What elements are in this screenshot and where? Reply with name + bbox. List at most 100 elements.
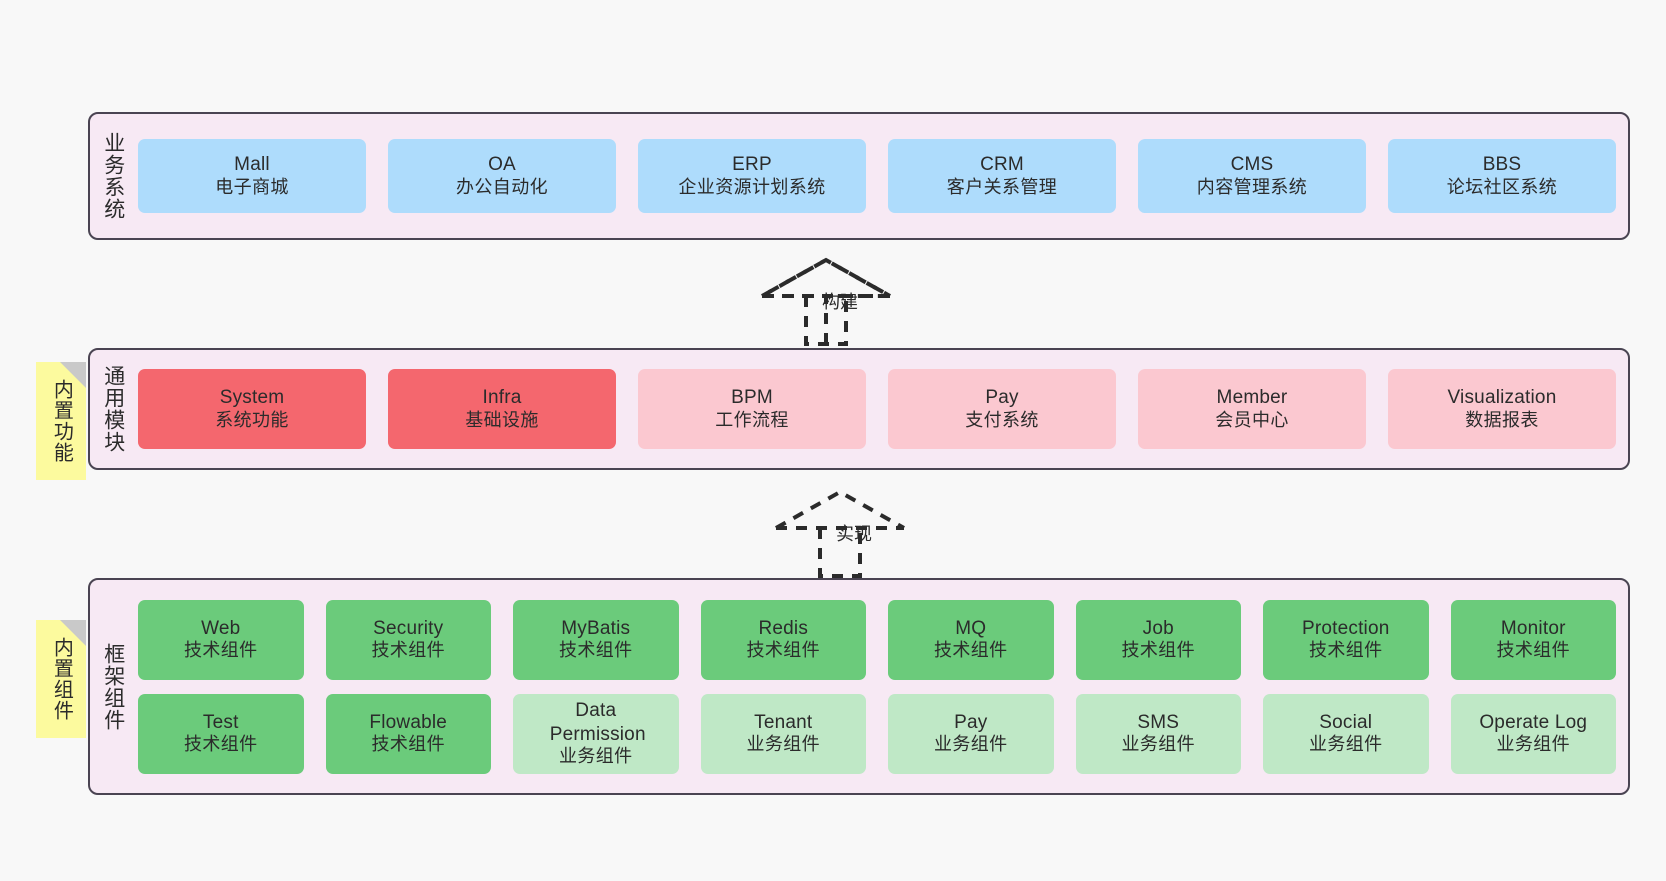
- node-title: Protection: [1301, 617, 1390, 639]
- node-subtitle: 论坛社区系统: [1446, 176, 1558, 197]
- node-row: Test 技术组件 Flowable 技术组件 Data Permission …: [138, 693, 1616, 774]
- layer-title-business-systems: 业务系统: [101, 132, 125, 220]
- node-title: System: [219, 387, 285, 409]
- node-operate-log[interactable]: Operate Log 业务组件: [1450, 693, 1616, 774]
- node-subtitle: 数据报表: [1465, 409, 1539, 430]
- node-title: Security: [373, 617, 444, 639]
- node-title: MQ: [955, 617, 987, 639]
- sticky-fold-icon: [60, 362, 86, 388]
- node-title: Member: [1216, 387, 1288, 409]
- node-bpm[interactable]: BPM 工作流程: [638, 369, 866, 449]
- sticky-fold-icon: [60, 620, 86, 646]
- node-subtitle: 技术组件: [746, 640, 821, 661]
- node-system[interactable]: System 系统功能: [138, 369, 366, 449]
- sticky-note-builtin-components: 内置组件: [36, 620, 86, 738]
- node-tenant[interactable]: Tenant 业务组件: [700, 693, 866, 774]
- node-title: Infra: [482, 387, 522, 409]
- node-visualization[interactable]: Visualization 数据报表: [1388, 369, 1616, 449]
- node-mybatis[interactable]: MyBatis 技术组件: [513, 599, 679, 680]
- node-subtitle: 技术组件: [371, 640, 446, 661]
- node-subtitle: 业务组件: [1121, 734, 1196, 755]
- node-oa[interactable]: OA 办公自动化: [388, 139, 616, 213]
- node-data-permission[interactable]: Data Permission 业务组件: [513, 693, 679, 774]
- node-subtitle: 技术组件: [371, 734, 446, 755]
- node-subtitle: 企业资源计划系统: [678, 176, 826, 197]
- node-title: Flowable: [369, 711, 448, 733]
- layer-body-common-modules: System 系统功能 Infra 基础设施 BPM 工作流程 Pay 支付系统…: [136, 350, 1628, 468]
- build-arrow-icon: [754, 257, 898, 346]
- node-job[interactable]: Job 技术组件: [1075, 599, 1241, 680]
- node-title: Pay: [954, 711, 988, 733]
- node-cms[interactable]: CMS 内容管理系统: [1138, 139, 1366, 213]
- node-title: BBS: [1482, 154, 1522, 176]
- node-monitor[interactable]: Monitor 技术组件: [1450, 599, 1616, 680]
- node-subtitle: 业务组件: [933, 734, 1008, 755]
- node-social[interactable]: Social 业务组件: [1263, 693, 1429, 774]
- node-subtitle: 技术组件: [933, 640, 1008, 661]
- node-row: System 系统功能 Infra 基础设施 BPM 工作流程 Pay 支付系统…: [138, 369, 1616, 449]
- node-title: Monitor: [1500, 617, 1566, 639]
- layer-common-modules: 通用模块 System 系统功能 Infra 基础设施 BPM 工作流程 Pay…: [88, 348, 1630, 470]
- node-title: Redis: [758, 617, 809, 639]
- node-title: CRM: [980, 154, 1024, 176]
- layer-business-systems: 业务系统 Mall 电子商城 OA 办公自动化 ERP 企业资源计划系统 CRM…: [88, 112, 1630, 240]
- node-web[interactable]: Web 技术组件: [138, 599, 304, 680]
- node-protection[interactable]: Protection 技术组件: [1263, 599, 1429, 680]
- node-subtitle: 客户关系管理: [946, 176, 1058, 197]
- node-crm[interactable]: CRM 客户关系管理: [888, 139, 1116, 213]
- node-subtitle: 内容管理系统: [1196, 176, 1308, 197]
- layer-title-framework-components: 框架组件: [101, 642, 125, 731]
- sticky-note-builtin-features: 内置功能: [36, 362, 86, 480]
- node-title: Visualization: [1447, 387, 1557, 409]
- node-test[interactable]: Test 技术组件: [138, 693, 304, 774]
- node-member[interactable]: Member 会员中心: [1138, 369, 1366, 449]
- node-subtitle: 会员中心: [1215, 409, 1289, 430]
- connector-build: 构建: [754, 257, 908, 346]
- sticky-note-label: 内置功能: [50, 379, 73, 463]
- node-mq[interactable]: MQ 技术组件: [888, 599, 1054, 680]
- node-redis[interactable]: Redis 技术组件: [700, 599, 866, 680]
- node-subtitle: 工作流程: [715, 409, 789, 430]
- node-subtitle: 办公自动化: [456, 176, 548, 197]
- node-title: Operate Log: [1479, 711, 1588, 733]
- node-row: Web 技术组件 Security 技术组件 MyBatis 技术组件 Redi…: [138, 599, 1616, 680]
- node-title: Job: [1142, 617, 1174, 639]
- node-title: ERP: [732, 154, 772, 176]
- node-title: Web: [201, 617, 241, 639]
- node-security[interactable]: Security 技术组件: [325, 599, 491, 680]
- node-subtitle: 支付系统: [965, 409, 1039, 430]
- layer-body-business-systems: Mall 电子商城 OA 办公自动化 ERP 企业资源计划系统 CRM 客户关系…: [136, 114, 1628, 238]
- node-title: Social: [1319, 711, 1373, 733]
- connector-label-build: 构建: [822, 292, 858, 312]
- node-bbs[interactable]: BBS 论坛社区系统: [1388, 139, 1616, 213]
- node-subtitle: 技术组件: [558, 640, 633, 661]
- node-title: BPM: [731, 387, 773, 409]
- node-subtitle: 业务组件: [1496, 734, 1571, 755]
- node-flowable[interactable]: Flowable 技术组件: [325, 693, 491, 774]
- node-subtitle: 系统功能: [215, 409, 289, 430]
- node-erp[interactable]: ERP 企业资源计划系统: [638, 139, 866, 213]
- node-subtitle: 技术组件: [183, 640, 258, 661]
- node-title: OA: [488, 154, 516, 176]
- node-subtitle: 技术组件: [183, 734, 258, 755]
- connector-label-implement: 实现: [836, 524, 872, 544]
- node-infra[interactable]: Infra 基础设施: [388, 369, 616, 449]
- implement-arrow-icon: [775, 489, 905, 578]
- node-subtitle: 基础设施: [465, 409, 539, 430]
- connector-implement: 实现: [770, 489, 922, 578]
- node-sms[interactable]: SMS 业务组件: [1075, 693, 1241, 774]
- node-subtitle: 业务组件: [746, 734, 821, 755]
- node-pay-component[interactable]: Pay 业务组件: [888, 693, 1054, 774]
- node-mall[interactable]: Mall 电子商城: [138, 139, 366, 213]
- layer-body-framework-components: Web 技术组件 Security 技术组件 MyBatis 技术组件 Redi…: [136, 580, 1628, 793]
- node-title: Data Permission: [549, 700, 646, 745]
- node-pay[interactable]: Pay 支付系统: [888, 369, 1116, 449]
- node-title: Test: [202, 711, 239, 733]
- layer-framework-components: 框架组件 Web 技术组件 Security 技术组件 MyBatis 技术组件…: [88, 578, 1630, 795]
- node-title: CMS: [1230, 154, 1274, 176]
- node-row: Mall 电子商城 OA 办公自动化 ERP 企业资源计划系统 CRM 客户关系…: [138, 139, 1616, 213]
- node-title: MyBatis: [561, 617, 631, 639]
- node-subtitle: 技术组件: [1496, 640, 1571, 661]
- node-subtitle: 业务组件: [558, 745, 633, 766]
